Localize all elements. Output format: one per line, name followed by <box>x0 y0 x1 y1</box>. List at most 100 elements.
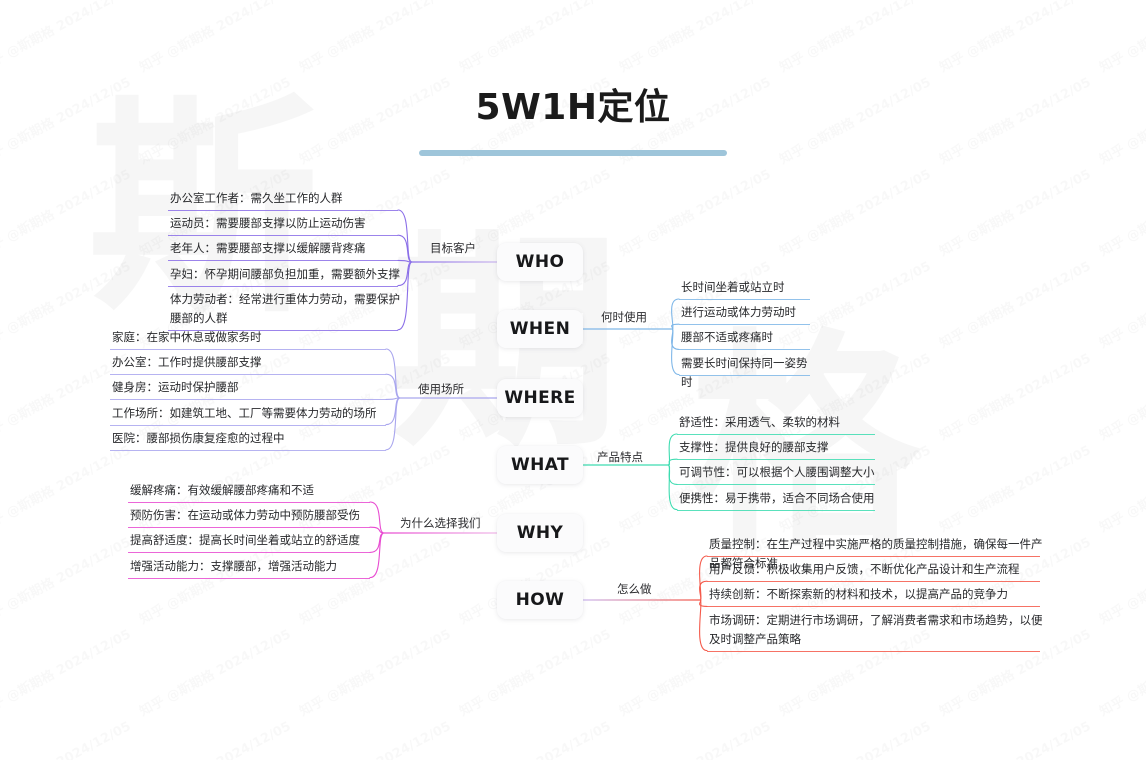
watermark-text: 知乎 @斯期格 2024/12/05 <box>935 255 1093 351</box>
watermark-text: 知乎 @斯期格 2024/12/05 <box>1095 163 1146 259</box>
page-title: 5W1H定位 <box>475 87 671 128</box>
leaf-underline <box>168 235 398 237</box>
leaf-underline <box>110 399 386 401</box>
leaf-text: 办公室工作者：需久坐工作的人群 <box>170 191 343 205</box>
watermark-text: 知乎 @斯期格 2024/12/05 <box>775 163 933 259</box>
watermark-text: 知乎 @斯期格 2024/12/05 <box>935 347 1093 443</box>
leaf-item[interactable]: 腰部不适或疼痛时 <box>681 328 816 349</box>
leaf-underline <box>677 459 875 461</box>
leaf-item[interactable]: 提高舒适度：提高长时间坐着或站立的舒适度 <box>130 531 376 552</box>
watermark-text: 知乎 @斯期格 2024/12/05 <box>1095 0 1146 76</box>
branch-label-when: 何时使用 <box>601 310 647 324</box>
leaf-text: 老年人：需要腰部支撑以缓解腰背疼痛 <box>170 241 366 256</box>
leaf-underline <box>677 434 875 435</box>
watermark-text: 知乎 @斯期格 2024/12/05 <box>0 163 133 259</box>
watermark-text: 知乎 @斯期格 2024/12/05 <box>775 0 933 76</box>
leaf-item[interactable]: 老年人：需要腰部支撑以缓解腰背疼痛 <box>170 239 404 260</box>
leaf-item[interactable]: 工作场所：如建筑工地、工厂等需要体力劳动的场所 <box>112 404 392 425</box>
leaf-underline <box>168 285 398 287</box>
leaf-item[interactable]: 预防伤害：在运动或体力劳动中预防腰部受伤 <box>130 506 376 527</box>
connector-line <box>667 458 678 466</box>
leaf-item[interactable]: 增强活动能力：支撑腰部，增强活动能力 <box>130 557 376 578</box>
leaf-text: 缓解疼痛：有效缓解腰部疼痛和不适 <box>130 483 314 497</box>
leaf-underline <box>679 349 810 351</box>
watermark-text: 知乎 @斯期格 2024/12/05 <box>935 0 1093 76</box>
connector-line <box>667 464 678 485</box>
leaf-item[interactable]: 办公室：工作时提供腰部支撑 <box>112 353 392 374</box>
watermark-text: 知乎 @斯期格 2024/12/05 <box>1095 439 1146 535</box>
center-node-label: WHY <box>516 523 564 543</box>
center-node-label: WHEN <box>509 319 571 339</box>
branch-label-how: 怎么做 <box>617 582 652 596</box>
center-node-where[interactable]: WHERE <box>497 379 583 417</box>
leaf-text: 质量控制：在生产过程中实施严格的质量控制措施，确保每一件产品都符合标准 <box>709 537 1043 570</box>
watermark-text: 知乎 @斯期格 2024/12/05 <box>0 439 133 535</box>
leaf-underline <box>110 449 386 451</box>
connector-line <box>699 599 708 607</box>
leaf-text: 家庭：在家中休息或做家务时 <box>112 330 262 344</box>
connector-line <box>667 433 678 466</box>
connector-line <box>699 599 708 652</box>
leaf-item[interactable]: 舒适性：采用透气、柔软的材料 <box>679 413 881 434</box>
leaf-underline <box>707 650 1040 652</box>
watermark-text: 知乎 @斯期格 2024/12/05 <box>775 715 933 760</box>
leaf-underline <box>679 299 810 300</box>
leaf-item[interactable]: 支撑性：提供良好的腰部支撑 <box>679 438 881 459</box>
center-node-when[interactable]: WHEN <box>497 310 583 348</box>
leaf-underline <box>110 424 386 426</box>
center-node-label: WHO <box>515 252 565 272</box>
leaf-item[interactable]: 健身房：运动时保护腰部 <box>112 378 392 399</box>
connector-line <box>671 328 680 350</box>
leaf-underline <box>677 509 875 511</box>
leaf-underline <box>110 374 386 376</box>
leaf-text: 腰部不适或疼痛时 <box>681 330 773 345</box>
center-node-who[interactable]: WHO <box>497 243 583 281</box>
leaf-item[interactable]: 体力劳动者：经常进行重体力劳动，需要保护腰部的人群 <box>170 290 404 330</box>
leaf-item[interactable]: 可调节性：可以根据个人腰围调整大小 <box>679 463 881 484</box>
leaf-item[interactable]: 进行运动或体力劳动时 <box>681 303 816 324</box>
watermark-text: 知乎 @斯期格 2024/12/05 <box>0 0 133 76</box>
center-node-why[interactable]: WHY <box>497 514 583 552</box>
connector-line <box>699 580 708 601</box>
leaf-text: 长时间坐着或站立时 <box>681 280 785 294</box>
leaf-item[interactable]: 持续创新：不断探索新的材料和技术，以提高产品的竞争力 <box>709 585 1046 606</box>
leaf-underline <box>128 552 370 554</box>
watermark-text: 知乎 @斯期格 2024/12/05 <box>295 623 453 719</box>
watermark-text: 知乎 @斯期格 2024/12/05 <box>295 715 453 760</box>
leaf-text: 预防伤害：在运动或体力劳动中预防腰部受伤 <box>130 508 360 523</box>
leaf-text: 持续创新：不断探索新的材料和技术，以提高产品的竞争力 <box>709 587 1008 602</box>
watermark-text: 知乎 @斯期格 2024/12/05 <box>1095 347 1146 443</box>
leaf-item[interactable]: 便携性：易于携带，适合不同场合使用 <box>679 489 881 510</box>
leaf-item[interactable]: 家庭：在家中休息或做家务时 <box>112 328 392 349</box>
leaf-item[interactable]: 需要长时间保持同一姿势时 <box>681 354 816 394</box>
watermark-text: 知乎 @斯期格 2024/12/05 <box>935 163 1093 259</box>
leaf-item[interactable]: 缓解疼痛：有效缓解腰部疼痛和不适 <box>130 481 376 502</box>
leaf-item[interactable]: 运动员：需要腰部支撑以防止运动伤害 <box>170 214 404 235</box>
watermark-text: 知乎 @斯期格 2024/12/05 <box>0 623 133 719</box>
watermark-text: 知乎 @斯期格 2024/12/05 <box>455 623 613 719</box>
branch-label-who: 目标客户 <box>430 241 476 255</box>
leaf-text: 可调节性：可以根据个人腰围调整大小 <box>679 465 875 480</box>
leaf-item[interactable]: 质量控制：在生产过程中实施严格的质量控制措施，确保每一件产品都符合标准 <box>709 535 1046 575</box>
leaf-item[interactable]: 孕妇：怀孕期间腰部负担加重，需要额外支撑 <box>170 265 404 286</box>
branch-label-why: 为什么选择我们 <box>400 516 481 530</box>
watermark-text: 知乎 @斯期格 2024/12/05 <box>1095 623 1146 719</box>
title-block: 5W1H定位 <box>0 78 1146 156</box>
center-node-how[interactable]: HOW <box>497 581 583 619</box>
leaf-item[interactable]: 长时间坐着或站立时 <box>681 278 816 299</box>
watermark-text: 知乎 @斯期格 2024/12/05 <box>935 439 1093 535</box>
leaf-text: 支撑性：提供良好的腰部支撑 <box>679 440 829 455</box>
leaf-item[interactable]: 医院：腰部损伤康复痊愈的过程中 <box>112 429 392 450</box>
leaf-text: 体力劳动者：经常进行重体力劳动，需要保护腰部的人群 <box>170 291 400 325</box>
leaf-item[interactable]: 用户反馈：积极收集用户反馈，不断优化产品设计和生产流程 <box>709 560 1046 581</box>
leaf-underline <box>168 329 398 331</box>
center-node-what[interactable]: WHAT <box>497 446 583 484</box>
leaf-text: 便携性：易于携带，适合不同场合使用 <box>679 490 875 505</box>
branch-label-where: 使用场所 <box>418 382 464 396</box>
leaf-item[interactable]: 市场调研：定期进行市场调研，了解消费者需求和市场趋势，以便及时调整产品策略 <box>709 611 1046 651</box>
leaf-item[interactable]: 办公室工作者：需久坐工作的人群 <box>170 189 404 210</box>
branch-label-what: 产品特点 <box>597 450 643 464</box>
watermark-text: 知乎 @斯期格 2024/12/05 <box>615 715 773 760</box>
leaf-underline <box>707 556 1040 557</box>
